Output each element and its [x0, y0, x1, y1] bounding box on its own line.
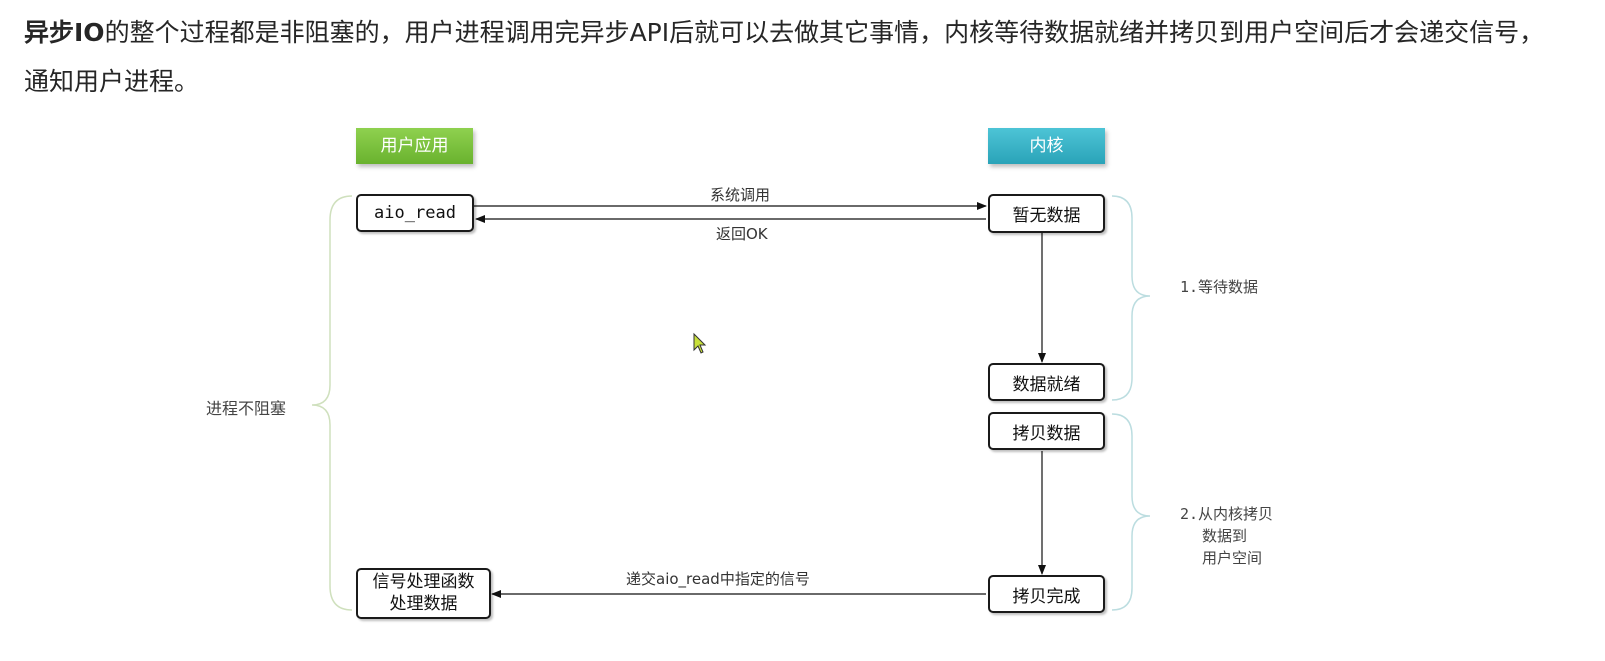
signal-handler-line1: 信号处理函数: [372, 572, 475, 592]
copy-done-box: 拷贝完成: [988, 575, 1105, 613]
no-data-box: 暂无数据: [988, 194, 1105, 233]
non-blocking-label: 进程不阻塞: [206, 399, 287, 418]
data-ready-box: 数据就绪: [988, 363, 1105, 401]
non-blocking-brace: [311, 195, 353, 611]
kernel-lane-header: 内核: [988, 128, 1105, 164]
signal-handler-box: 信号处理函数 处理数据: [356, 568, 491, 619]
step2-line2: 数据到: [1202, 527, 1248, 545]
user-app-lane-header: 用户应用: [356, 128, 473, 164]
wait-data-brace: [1111, 195, 1151, 401]
copy-data-box: 拷贝数据: [988, 412, 1105, 450]
aio-read-box: aio_read: [356, 194, 474, 232]
syscall-label: 系统调用: [710, 186, 771, 204]
copy-data-brace: [1111, 413, 1151, 611]
intro-paragraph: 异步IO的整个过程都是非阻塞的，用户进程调用完异步API后就可以去做其它事情，内…: [24, 8, 1569, 106]
step2-line3: 用户空间: [1202, 549, 1263, 567]
intro-bold-term: 异步IO: [24, 18, 105, 47]
mouse-cursor-icon: [693, 332, 707, 354]
intro-text: 的整个过程都是非阻塞的，用户进程调用完异步API后就可以去做其它事情，内核等待数…: [24, 18, 1545, 96]
step2-line1: 2.从内核拷贝: [1180, 505, 1274, 523]
step2-label: 2.从内核拷贝 数据到 用户空间: [1180, 503, 1273, 569]
signal-label: 递交aio_read中指定的信号: [626, 570, 810, 588]
signal-handler-line2: 处理数据: [389, 594, 458, 614]
step1-label: 1.等待数据: [1180, 278, 1259, 296]
return-ok-label: 返回OK: [716, 225, 768, 243]
